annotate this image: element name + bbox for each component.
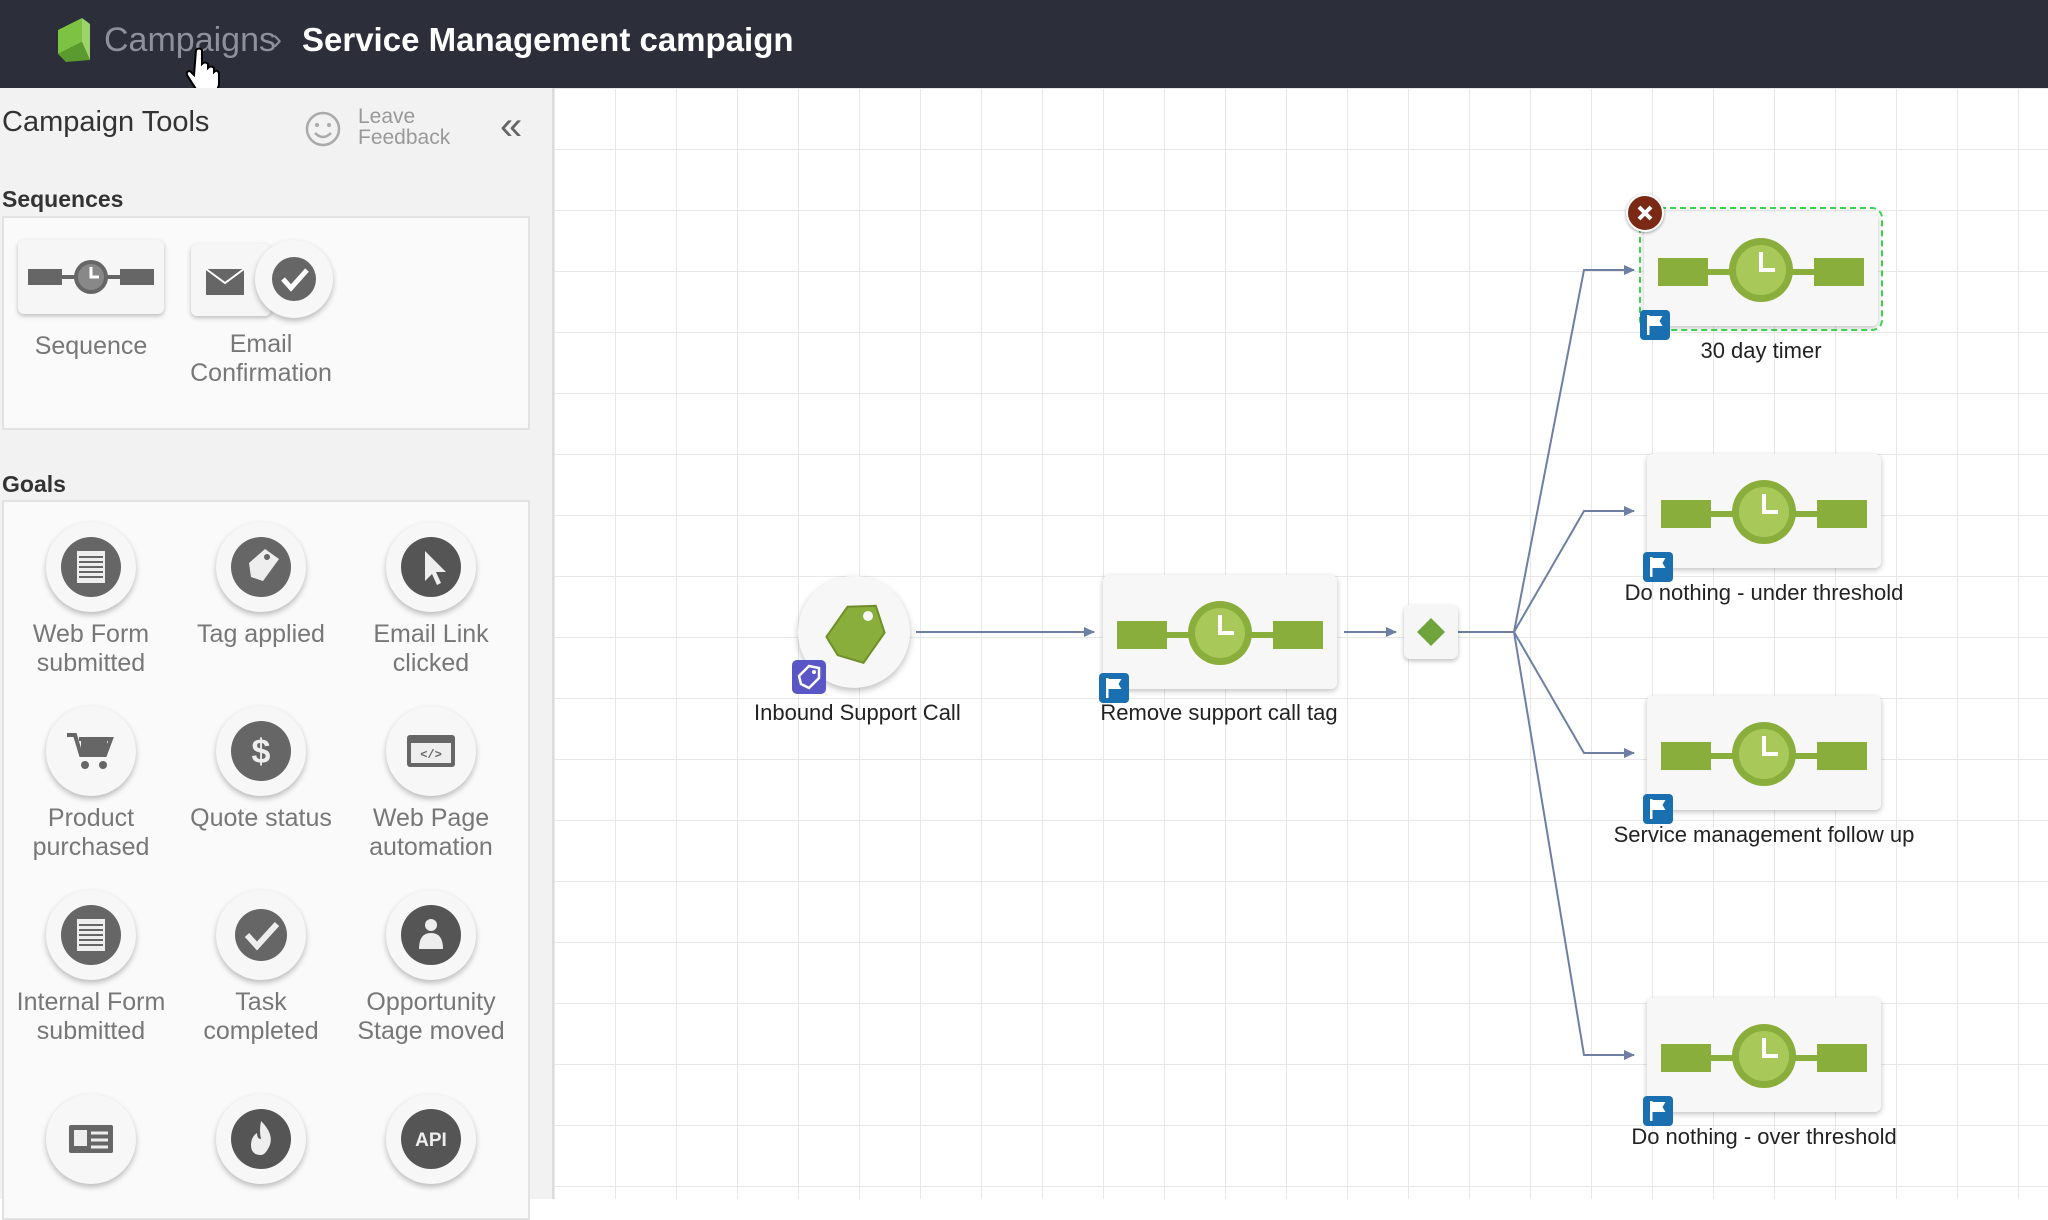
checkmark-icon — [235, 909, 287, 961]
web-form-icon — [61, 537, 121, 597]
sequences-heading: Sequences — [2, 186, 124, 212]
svg-text:$: $ — [252, 733, 271, 771]
sequences-panel: Sequence Email Confirmation — [2, 216, 530, 430]
diamond-icon — [1417, 618, 1445, 646]
tool-api[interactable]: API — [346, 1094, 516, 1184]
page-title: Service Management campaign — [302, 21, 794, 58]
api-icon: API — [401, 1109, 461, 1169]
tool-web-form-submitted[interactable]: Web Form submitted — [6, 522, 176, 678]
tool-label: Product purchased — [32, 804, 150, 861]
tool-tag-applied[interactable]: Tag applied — [176, 522, 346, 649]
goal-node-inbound-support-call[interactable] — [792, 576, 910, 694]
sequence-timer-icon — [1658, 238, 1864, 302]
flag-icon — [1643, 1096, 1673, 1126]
tool-flame[interactable] — [176, 1094, 346, 1184]
sequence-timer-icon — [28, 260, 154, 294]
tool-label: Tag applied — [197, 620, 325, 648]
breadcrumb-separator: › — [272, 23, 282, 56]
tag-icon — [825, 604, 886, 664]
sequence-node-do-nothing-under-threshold[interactable] — [1643, 454, 1881, 582]
person-icon — [401, 905, 461, 965]
flag-icon — [1643, 794, 1673, 824]
campaign-tools-sidebar: Campaign Tools Leave Feedback « Sequence… — [0, 88, 554, 1220]
sidebar-title: Campaign Tools — [2, 106, 210, 138]
node-label: Do nothing - over threshold — [1631, 1124, 1897, 1149]
flag-icon — [1643, 552, 1673, 582]
sequence-timer-icon — [1661, 480, 1867, 544]
smiley-icon — [305, 111, 341, 147]
svg-text:API: API — [415, 1130, 447, 1151]
tool-label: Opportunity Stage moved — [357, 988, 505, 1045]
node-label: 30 day timer — [1700, 338, 1822, 363]
node-label: Do nothing - under threshold — [1624, 580, 1904, 605]
internal-form-icon — [61, 905, 121, 965]
cursor-click-icon — [401, 537, 461, 597]
collapse-sidebar-button[interactable]: « — [500, 104, 522, 148]
tool-label: Email Link clicked — [373, 620, 489, 677]
mouse-pointer-hand-icon — [186, 47, 220, 92]
sequence-node-30-day-timer[interactable] — [1639, 207, 1883, 340]
dollar-icon: $ — [231, 721, 291, 781]
tool-product-purchased[interactable]: Product purchased — [6, 706, 176, 862]
tool-internal-form-submitted[interactable]: Internal Form submitted — [6, 890, 176, 1046]
node-label: Remove support call tag — [1100, 700, 1338, 725]
tool-label: Email Confirmation — [190, 330, 332, 387]
flag-icon — [1640, 310, 1670, 340]
node-label: Service management follow up — [1613, 822, 1915, 847]
tool-label: Web Form submitted — [32, 620, 150, 677]
tag-badge-icon — [792, 660, 826, 694]
tool-quote-status[interactable]: $ Quote status — [176, 706, 346, 833]
sequence-timer-icon — [1661, 722, 1867, 786]
sequence-node-do-nothing-over-threshold[interactable] — [1643, 998, 1881, 1126]
tag-icon — [231, 537, 291, 597]
goals-panel: Web Form submitted Tag applied Email Lin… — [2, 500, 530, 1220]
tool-web-page-automation[interactable]: </> Web Page automation — [346, 706, 516, 862]
breadcrumb-campaigns-link[interactable]: Campaigns — [104, 21, 276, 59]
contact-card-icon — [69, 1125, 113, 1153]
envelope-icon — [205, 268, 245, 295]
flag-icon — [1099, 673, 1129, 703]
tool-label: Task completed — [203, 988, 319, 1045]
sequence-timer-icon — [1117, 601, 1323, 665]
tool-opportunity-stage-moved[interactable]: Opportunity Stage moved — [346, 890, 516, 1046]
tool-sequence[interactable]: Sequence — [6, 240, 176, 361]
svg-text:</>: </> — [420, 748, 442, 762]
tool-label: Web Page automation — [369, 804, 493, 861]
tool-email-confirmation[interactable]: Email Confirmation — [176, 240, 346, 388]
app-logo-icon[interactable] — [54, 16, 94, 64]
delete-node-icon[interactable] — [1626, 194, 1664, 232]
tool-email-link-clicked[interactable]: Email Link clicked — [346, 522, 516, 678]
email-confirmation-icon — [272, 257, 316, 301]
web-page-code-icon: </> — [407, 735, 455, 767]
flame-icon — [231, 1109, 291, 1169]
tool-label: Quote status — [190, 804, 332, 832]
tool-label: Internal Form submitted — [16, 988, 166, 1045]
cart-icon — [67, 733, 114, 769]
sequence-node-service-management-follow-up[interactable] — [1643, 696, 1881, 824]
connection-lines — [916, 265, 1635, 1060]
tool-contact-card[interactable] — [6, 1094, 176, 1184]
sequence-node-remove-support-call-tag[interactable] — [1099, 575, 1337, 703]
tool-task-completed[interactable]: Task completed — [176, 890, 346, 1046]
leave-feedback-button[interactable]: Leave Feedback — [304, 104, 474, 154]
node-label: Inbound Support Call — [754, 700, 961, 725]
tool-label: Sequence — [34, 332, 148, 360]
leave-feedback-label: Leave Feedback — [358, 105, 451, 149]
sequence-timer-icon — [1661, 1024, 1867, 1088]
campaign-canvas[interactable]: Inbound Support Call Remove support call… — [554, 88, 2048, 1199]
top-bar: Campaigns › Service Management campaign — [0, 0, 2048, 92]
decision-split-node[interactable] — [1404, 605, 1458, 659]
goals-heading: Goals — [2, 471, 66, 497]
